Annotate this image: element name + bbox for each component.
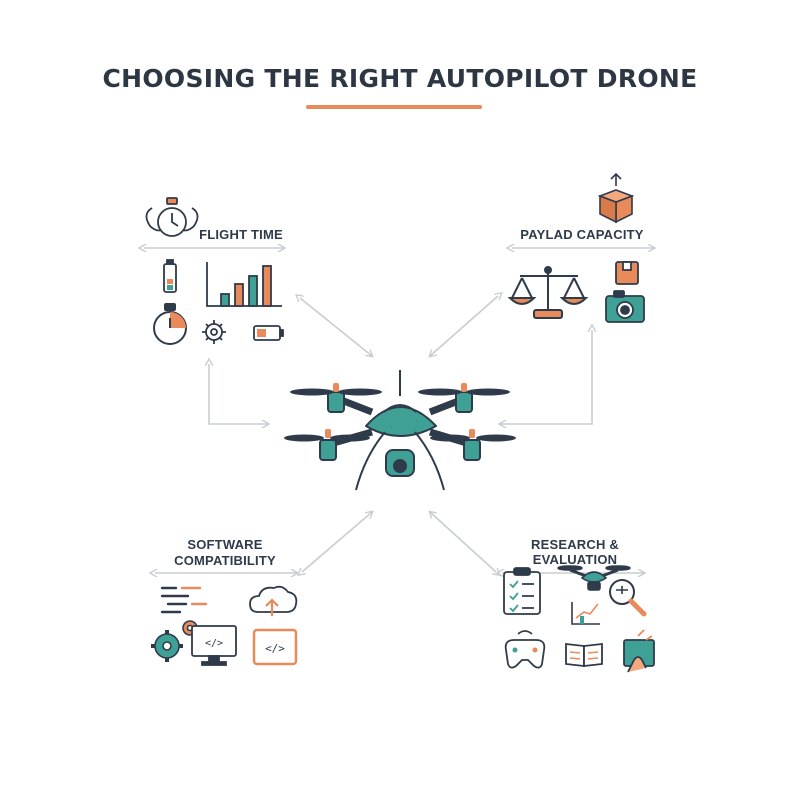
label-flight-time: FLIGHT TIME [199,227,283,242]
arrow-payload [430,296,498,356]
page-title: CHOOSING THE RIGHT AUTOPILOT DRONE [102,64,698,93]
arrow-flight-time [300,298,372,356]
title-underline [306,105,482,109]
gear-icon [202,320,226,344]
gears-icon [151,620,198,662]
winged-stopwatch-icon [145,197,199,237]
balance-scale-icon [507,266,589,319]
tablet-code-icon: </> [252,628,298,666]
touch-screen-icon [623,629,655,673]
battery-icon [163,259,177,293]
label-compatibility: COMPATIBILITY [174,553,276,568]
battery-low-icon [253,325,284,341]
arrow-software [302,512,372,572]
camera-icon [605,290,645,323]
magnifier-icon [609,579,647,617]
stopwatch-icon [153,303,187,345]
box-icon [615,261,639,285]
label-software: SOFTWARE [187,537,263,552]
arrow-research [430,512,496,572]
label-payload-capacity: PAYLAD CAPACITY [520,227,644,242]
checklist-icon [503,567,541,615]
code-lines-icon [160,586,208,614]
package-icon [597,172,635,224]
label-research-evaluation: RESEARCH & EVALUATION [531,537,619,567]
monitor-code-icon: </> [191,625,237,666]
bar-chart-icon [206,262,282,307]
central-drone-icon [284,370,516,491]
controller-icon [504,630,546,669]
elbow-arrow-left [209,364,268,424]
drone-icon [557,565,631,591]
svg-text:</>: </> [205,638,223,649]
svg-text:</>: </> [265,642,285,655]
book-icon [565,642,603,668]
chart-icon [571,602,600,625]
cloud-upload-icon [249,585,298,616]
elbow-arrow-right [500,330,592,424]
